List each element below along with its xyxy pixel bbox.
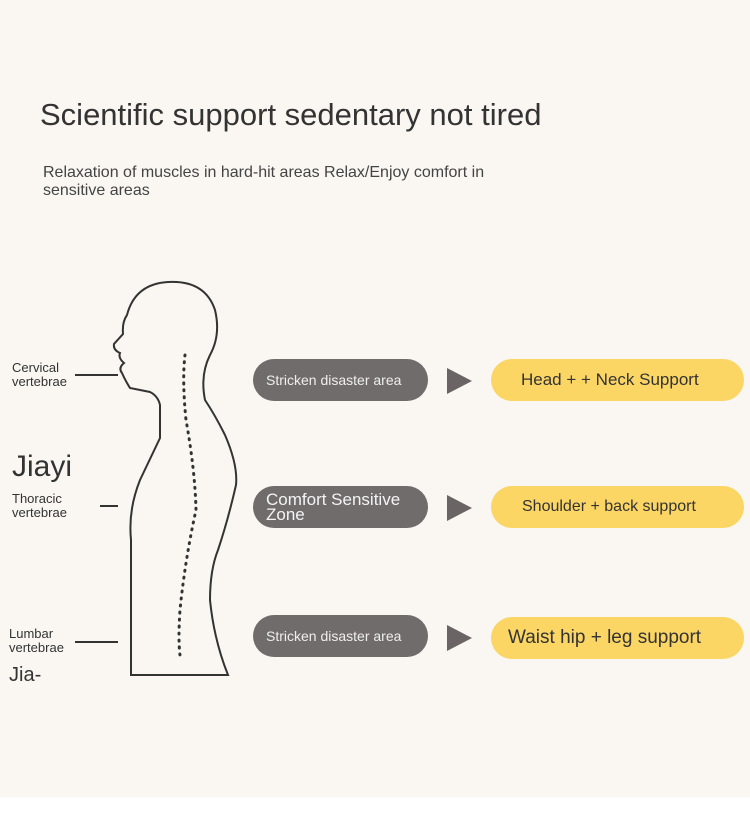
area-pill-3: Stricken disaster area bbox=[253, 615, 428, 657]
cervical-label: Cervical vertebrae bbox=[12, 360, 67, 389]
body-silhouette-illustration bbox=[112, 280, 238, 676]
cervical-pointer-line bbox=[75, 374, 118, 376]
support-pill-3: Waist hip + leg support bbox=[491, 617, 744, 659]
thoracic-label: Thoracic vertebrae bbox=[12, 491, 67, 520]
support-pill-1: Head + + Neck Support bbox=[491, 359, 744, 401]
overlay-text-2: Jia- bbox=[9, 664, 42, 686]
page-title: Scientific support sedentary not tired bbox=[40, 97, 542, 132]
spine-dotted-line bbox=[177, 353, 198, 657]
arrow-right-icon bbox=[447, 625, 472, 651]
area-pill-2: Comfort Sensitive Zone bbox=[253, 486, 428, 528]
area-pill-1: Stricken disaster area bbox=[253, 359, 428, 401]
thoracic-pointer-line bbox=[100, 505, 118, 507]
subtitle: Relaxation of muscles in hard-hit areas … bbox=[43, 164, 485, 199]
arrow-right-icon bbox=[447, 495, 472, 521]
arrow-right-icon bbox=[447, 368, 472, 394]
overlay-text-1: Jiayi bbox=[12, 450, 73, 483]
support-pill-2: Shoulder + back support bbox=[491, 486, 744, 528]
lumbar-pointer-line bbox=[75, 641, 118, 643]
lumbar-label: Lumbar vertebrae bbox=[9, 626, 64, 655]
